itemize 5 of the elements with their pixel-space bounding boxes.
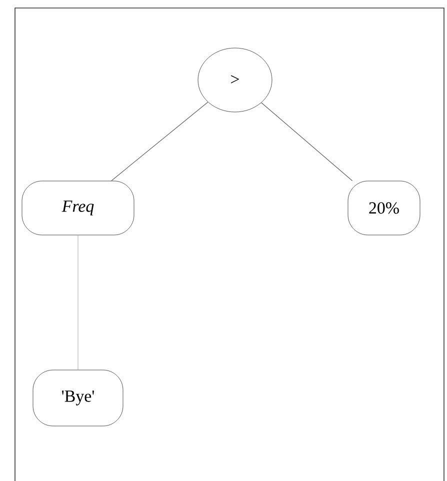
- tree-edge: [111, 102, 208, 182]
- tree-edge: [261, 102, 353, 182]
- operand-box: 20%: [348, 180, 420, 236]
- operand-box: 'Bye': [32, 370, 124, 426]
- operand-box: Freq: [22, 180, 134, 236]
